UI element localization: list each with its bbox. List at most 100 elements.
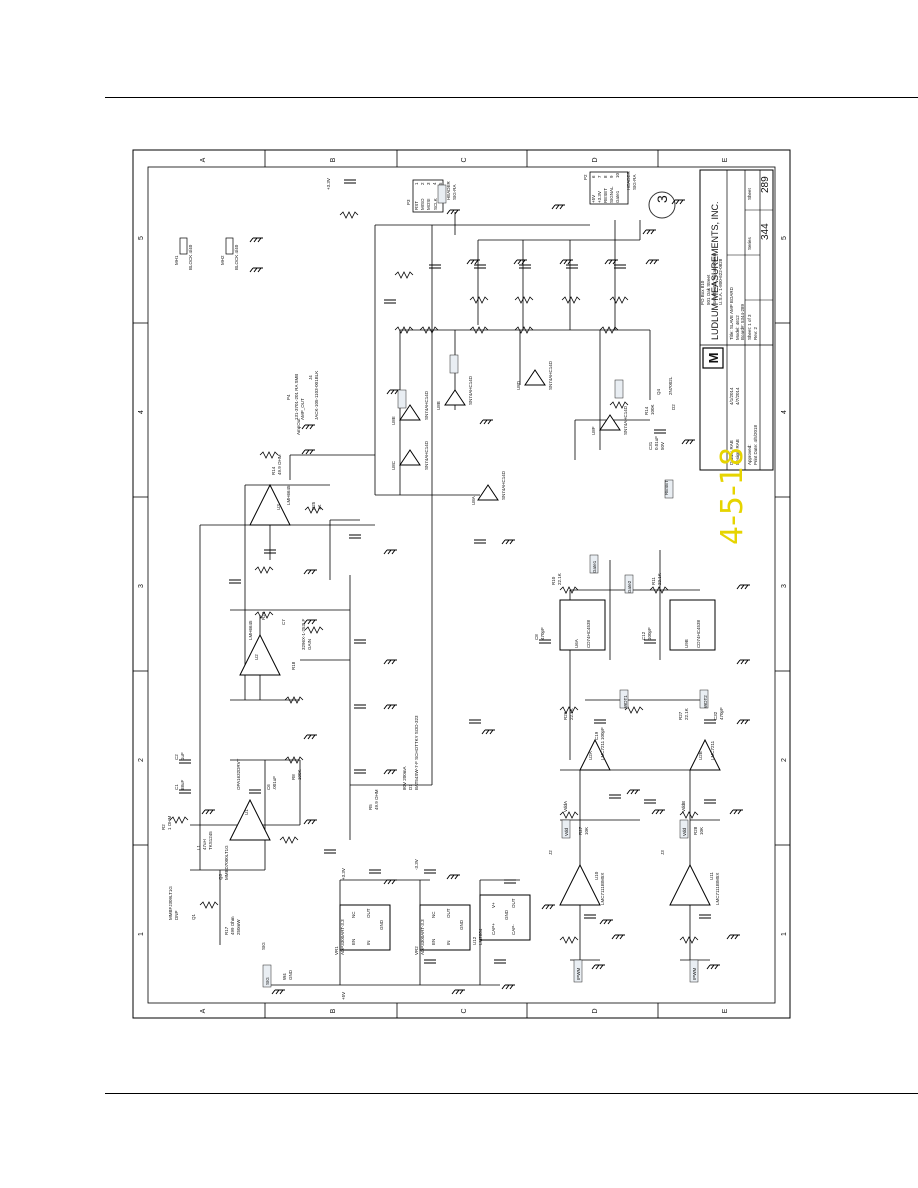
schematic-label: VR2 xyxy=(414,946,419,955)
zone-left-4: 4 xyxy=(138,410,145,414)
schematic-use xyxy=(271,989,286,995)
schematic-use xyxy=(501,984,516,990)
schematic-label: 22.1K xyxy=(569,708,574,720)
schematic-label: MISO xyxy=(420,198,425,210)
schematic-label: C12 xyxy=(641,631,646,640)
zone-left-2: 2 xyxy=(138,758,145,762)
schematic-label: 10K xyxy=(699,827,704,835)
zone-bot-a: A xyxy=(200,1008,207,1013)
schematic-label: Q1 xyxy=(191,913,196,920)
u8f-label: U8F xyxy=(591,426,596,435)
schematic-use xyxy=(561,296,581,304)
schematic-label: 80V 200mA xyxy=(402,766,407,790)
tb-addr-3: U.S.A. 1-800-622-0828 xyxy=(718,258,723,305)
schematic-use xyxy=(559,259,574,265)
schematic-use xyxy=(643,799,657,804)
schematic-rect xyxy=(702,347,724,369)
schematic-use xyxy=(653,429,667,434)
schematic-label: C32 xyxy=(713,711,718,720)
schematic-label: 10K xyxy=(584,827,589,835)
schematic-label: 7 xyxy=(597,175,602,178)
schematic-label: R27 xyxy=(578,826,583,835)
schematic-use xyxy=(703,799,717,804)
schematic-label: J2 xyxy=(548,850,553,855)
schematic-use xyxy=(473,264,487,269)
mounting-holes: MH1 BLOCK 4/40 MH2 BLOCK 4/40 xyxy=(174,237,239,270)
tb-series-label: Series xyxy=(747,236,752,250)
schematic-label: 470pF xyxy=(540,627,545,640)
ic-vr1 xyxy=(339,904,391,951)
zone-right-1: 1 xyxy=(781,932,788,936)
schematic-rect xyxy=(679,819,689,839)
signal-flags xyxy=(262,184,709,988)
schematic-use xyxy=(736,659,751,665)
opamp-u11 xyxy=(669,863,711,906)
schematic-use xyxy=(199,901,219,909)
schematic-use xyxy=(604,259,619,265)
schematic-label: EN xyxy=(351,939,356,945)
capacitors xyxy=(178,179,717,964)
schematic-use xyxy=(228,579,242,584)
schematic-label: Gate1 xyxy=(592,560,597,573)
tb-sheet-label: Sheet xyxy=(747,187,752,200)
ic-boxes xyxy=(339,599,716,951)
schematic-label: +3.3V xyxy=(597,191,602,203)
schematic-label: DNP xyxy=(174,910,179,920)
u8-part-4: SN74AHC14D xyxy=(548,360,553,390)
schematic-label: VddA xyxy=(563,801,568,812)
schematic-label: D1 xyxy=(408,784,413,790)
schematic-label: 100K xyxy=(297,769,302,780)
schematic-label: ADP3300ART-3.3 xyxy=(420,919,425,955)
schematic-label: 47uH xyxy=(202,839,207,850)
schematic-use xyxy=(609,296,629,304)
schematic-label: OUT xyxy=(366,908,371,918)
ground-symbols xyxy=(201,199,751,995)
schematic-use xyxy=(551,204,566,210)
schematic-label: C31 xyxy=(648,441,653,450)
schematic-use xyxy=(383,299,397,304)
schematic-rect xyxy=(573,959,583,983)
schematic-label: JACK-105-1103-001BLK xyxy=(314,371,319,420)
schematic-label: CD74HC4538 xyxy=(586,619,591,648)
schematic-label: LMC7211 xyxy=(710,740,715,760)
schematic-label: 100pF xyxy=(647,627,652,640)
schematic-label: 1uF xyxy=(180,752,185,760)
schematic-label: SIG-RA xyxy=(452,184,457,200)
schematic-use xyxy=(559,936,579,944)
tb-series: 344 xyxy=(760,223,771,240)
tb-addr-1: 501 Oak Street xyxy=(706,274,711,305)
schematic-use xyxy=(726,934,741,940)
schematic-rect xyxy=(262,964,272,988)
schematic-label: U6A xyxy=(574,639,579,648)
schematic-label: C1 xyxy=(174,784,179,790)
tb-addr-2: Sweetwater, Texas 79556 xyxy=(712,253,717,305)
schematic-use xyxy=(479,419,494,425)
schematic-label: M xyxy=(706,353,721,364)
schematic-label: OUT xyxy=(446,908,451,918)
zone-left-1: 1 xyxy=(138,932,145,936)
zone-right-4: 4 xyxy=(781,410,788,414)
header-p2: P2 6 7 8 9 10 +5V +3.3V RESET SIGNAL Gat… xyxy=(583,170,637,205)
schematic-rect xyxy=(561,819,571,839)
schematic-use xyxy=(613,264,627,269)
schematic-use xyxy=(301,424,316,430)
u8-part-1: SN74AHC14D xyxy=(424,440,429,470)
schematic-label: Gate1 xyxy=(615,190,620,203)
schematic-use xyxy=(279,836,299,844)
schematic-use xyxy=(468,719,482,724)
schematic-label: 68uF xyxy=(180,779,185,790)
schematic-label: MH2 xyxy=(220,255,225,265)
schematic-label: 131-3701-201 RA SMB xyxy=(294,374,299,420)
schematic-label: LMH6645 xyxy=(248,620,253,640)
schematic-use xyxy=(679,936,699,944)
schematic-use xyxy=(423,959,437,964)
schematic-label: +3.3V xyxy=(326,178,331,190)
schematic-label: MMBD7000LT1G xyxy=(224,845,229,880)
ic-vr2 xyxy=(419,904,471,951)
schematic-rect xyxy=(589,554,599,574)
schematic-use xyxy=(249,267,264,273)
schematic-use xyxy=(493,959,507,964)
schematic-label: Vdd xyxy=(682,827,687,836)
schematic-label: C2 xyxy=(174,754,179,760)
